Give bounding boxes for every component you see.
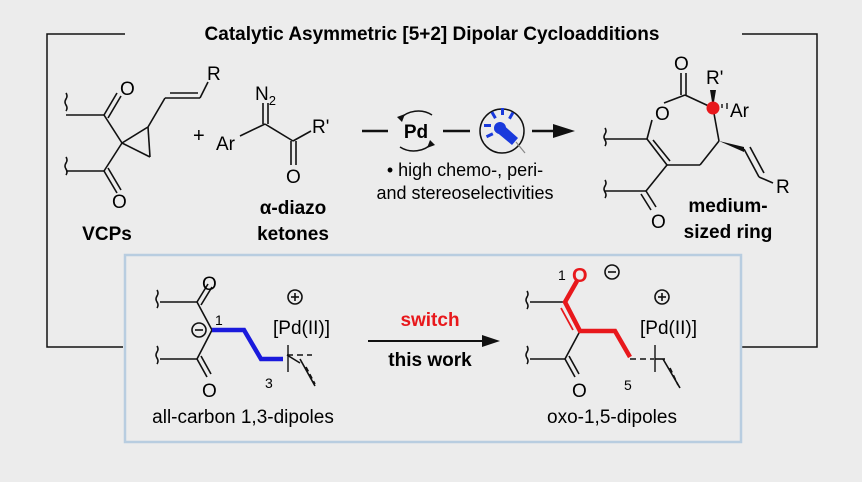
selectivity-note-2: and stereoselectivities: [376, 183, 553, 203]
title: Catalytic Asymmetric [5+2] Dipolar Cyclo…: [205, 24, 660, 45]
left-pd: [Pd(II)]: [273, 318, 330, 339]
selectivity-note-1: • high chemo-, peri-: [387, 160, 543, 180]
diazo-n: N2: [255, 84, 276, 108]
vcp-o2: O: [112, 192, 127, 213]
left-label: all-carbon 1,3-dipoles: [152, 407, 334, 428]
right-o-red: O: [572, 265, 588, 287]
product-r: R: [776, 177, 790, 198]
this-work-box: [123, 253, 743, 444]
wedge-bond: [710, 90, 716, 108]
wedge-bond: [719, 141, 744, 152]
right-num1: 1: [558, 267, 566, 283]
diazo-label-2: ketones: [257, 224, 329, 245]
vcp-label: VCPs: [82, 224, 132, 245]
right-label: oxo-1,5-dipoles: [547, 407, 677, 428]
product-o-ring: O: [655, 104, 670, 125]
switch-label: switch: [400, 310, 459, 331]
product-structure: [603, 73, 774, 211]
diazo-structure: [239, 103, 312, 165]
left-num3: 3: [265, 375, 273, 391]
vcp-structure: [64, 81, 209, 194]
blue-bond-path: [212, 327, 283, 362]
right-pd: [Pd(II)]: [640, 318, 697, 339]
catalyst-pd: Pd: [404, 122, 428, 143]
red-double-bond: [560, 307, 574, 331]
this-work-label: this work: [388, 350, 472, 371]
diazo-rprime: R': [312, 117, 329, 138]
diazo-label-1: α-diazo: [260, 198, 327, 219]
cycle-arrow-head: [397, 114, 405, 122]
diazo-ar: Ar: [216, 134, 236, 155]
oxo-dipole: [525, 264, 681, 389]
arrow-head: [553, 124, 575, 138]
product-label-1: medium-: [688, 196, 767, 217]
plus-sign: +: [193, 125, 205, 147]
diazo-o: O: [286, 167, 301, 188]
product-o-carbonyl: O: [674, 54, 689, 75]
red-bond-path: [562, 279, 632, 359]
all-carbon-dipole: [155, 283, 316, 387]
product-o-ketone: O: [651, 212, 666, 233]
product-rprime: R': [706, 68, 723, 89]
outer-frame: [46, 33, 818, 348]
left-o2: O: [202, 381, 217, 402]
stereocenter-highlight: [706, 101, 720, 115]
right-num5: 5: [624, 377, 632, 393]
left-o1: O: [202, 274, 217, 295]
vcp-o1: O: [120, 79, 135, 100]
left-num1: 1: [215, 312, 223, 328]
led-light-icon: [479, 108, 526, 154]
switch-arrow-head: [482, 335, 500, 347]
vcp-r: R: [207, 64, 221, 85]
right-o2: O: [572, 381, 587, 402]
cycle-arrow-head: [427, 140, 435, 148]
product-ar: Ar: [730, 101, 750, 122]
product-label-2: sized ring: [684, 222, 773, 243]
